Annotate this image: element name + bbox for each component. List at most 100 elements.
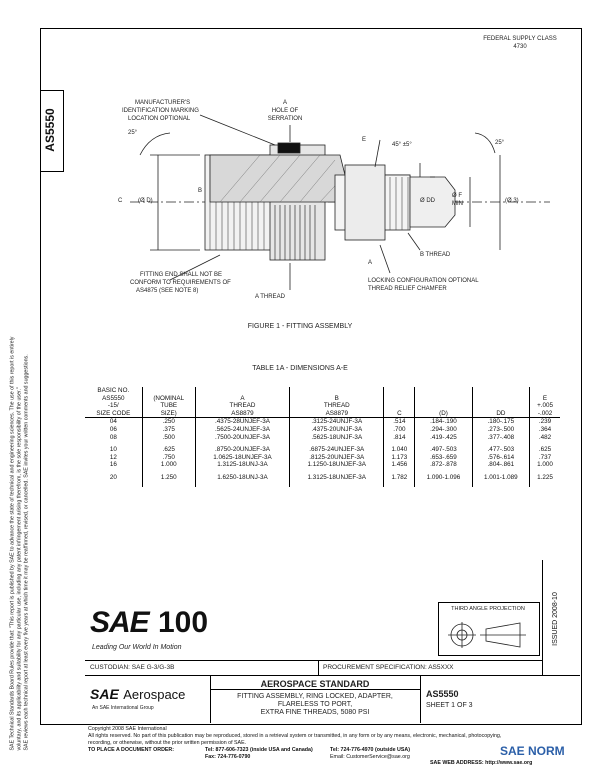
email: Email: CustomerService@sae.org [330,754,410,760]
row-divider [318,660,319,675]
table-cell: 16 [109,461,117,469]
table-cell: .8750-20UNJEF-3A [194,446,290,454]
table-cell: .653-.659 [414,453,473,462]
table-cell: 04 [109,418,117,426]
procurement-label: PROCUREMENT SPECIFICATION: AS5XXX [323,664,454,671]
table-header-line: +.005 [537,402,553,410]
sae-logo-text: SAE [90,606,150,639]
table-header-line: E [542,394,548,402]
table-cell: .3125-24UNJF-3A [289,417,384,426]
hole-label-2: HOLE OF [271,108,299,114]
projection-box [438,602,540,656]
table-cell: 06 [109,425,117,433]
web-address[interactable]: SAE WEB ADDRESS: http://www.sae.org [430,760,533,766]
chamfer-label: 45° ±5° [392,142,412,148]
sheet-label: SHEET 1 OF 3 [426,702,473,709]
dim-dd-label: Ø DD [420,198,435,204]
table-cell: 1.000 [529,461,560,469]
table-header-line: A [240,394,245,402]
page-frame [40,28,582,725]
angle-right-label: 25° [495,140,505,146]
small-b-label: B [198,188,203,194]
table-cell: 1.040 [383,446,415,454]
dim-f-label-1: Ø F [452,193,462,199]
table-cell: 1.3125-18UNJ-3A [194,461,290,469]
b-thread-label: B THREAD [420,252,451,258]
dim-phi-3-label: (Ø 3) [505,198,519,204]
side-doc-number: AS5550 [43,108,57,152]
table-header-line: DD [496,409,506,417]
brand-aerospace: Aerospace [123,687,186,702]
table-cell: .4375-20UNJF-3A [289,425,384,434]
table-cell: 1.001-1.089 [471,473,530,482]
table-header-line: SIZE CODE [96,409,131,417]
doc-number: AS5550 [426,689,459,699]
figure-caption: FIGURE 1 - FITTING ASSEMBLY [247,323,353,330]
issued-label: ISSUED 2008-10 [552,592,559,646]
mfr-label-2: IDENTIFICATION MARKING [122,108,199,114]
table-cell: .5625-18UNJF-3A [289,433,384,442]
table-cell: .750 [141,453,196,462]
table-cell: .6875-24UNJEF-3A [289,446,384,454]
table-cell: .7500-20UNJEF-3A [194,433,290,442]
table-cell: .377-.408 [471,433,530,442]
table-cell: .500 [141,433,196,442]
table-cell: .4375-28UNJEF-3A [194,417,290,426]
table-header-line: THREAD [229,402,256,410]
table-cell: .625 [141,446,196,454]
table-cell: .294-.300 [414,425,473,434]
table-header-line: -.002 [537,409,553,417]
hole-label-3: SERRATION [267,116,303,122]
table-cell: .804-.861 [471,461,530,469]
standard-heading: AEROSPACE STANDARD [260,679,370,689]
logo-tagline: Leading Our World In Motion [92,644,182,651]
sae-100-logo: SAE 100 [90,606,260,646]
mfr-label-1: MANUFACTURER'S [135,100,191,106]
mfr-label-3: LOCATION OPTIONAL [128,116,191,122]
table-header-line: THREAD [323,402,350,410]
table-header-line: AS5550 [102,394,125,402]
surface-note-3: AS4875 (SEE NOTE 8) [136,288,199,294]
table-cell: .576-.614 [471,453,530,462]
table-cell: .273-.500 [471,425,530,434]
table-header-cell: DD [471,387,530,419]
table-cell: 08 [109,433,117,441]
table-cell: .419-.425 [414,433,473,442]
table-cell: 1.3125-18UNJEF-3A [289,473,384,482]
custodian-label: CUSTODIAN: SAE G-3/G-3B [90,664,175,671]
hole-label-1: A [282,100,287,106]
dim-f-label-2: MIN [452,201,463,207]
title-divider-left [210,675,211,723]
rights-line-1: All rights reserved. No part of this pub… [88,733,502,739]
table-header-line: SIZE) [160,409,177,417]
table-header-line: C [397,409,402,417]
table-cell: .250 [141,417,196,426]
table-header-line: AS8879 [231,409,254,417]
table-cell: .700 [383,425,415,434]
supply-class-number: 4730 [513,44,527,50]
table-cell: .180-.175 [471,417,530,426]
table-cell: .625 [529,446,560,454]
table-cell: 1.6250-18UNJ-3A [194,473,290,482]
table-header-line: (D) [439,409,448,417]
table-cell: .184-.190 [414,417,473,426]
table-cell: .814 [383,433,415,442]
angle-left-label: 25° [128,130,138,136]
title-divider-right [420,675,421,723]
title-line-1: FITTING ASSEMBLY, RING LOCKED, ADAPTER, [237,693,393,700]
table-header-line: TUBE [160,402,178,410]
title-line-3: EXTRA FINE THREADS, 5080 PSI [260,709,370,716]
table-cell: .375 [141,425,196,434]
table-header-line: (NOMINAL [153,394,185,402]
table-header-cell: (D) [414,387,473,419]
fitting-assembly-drawing [130,114,550,290]
table-spacer-row [85,441,560,447]
locking-note-1: LOCKING CONFIGURATION OPTIONAL [368,278,479,284]
rights-line-2: recording, or otherwise, without the pri… [88,740,247,746]
side-notice-3: SAE reviews each technical report at lea… [23,354,30,751]
table-cell: 1.173 [383,453,415,462]
